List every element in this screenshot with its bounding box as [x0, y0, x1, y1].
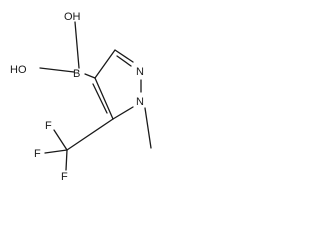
- bond-cf3-f-top: [53, 129, 68, 151]
- bond-c5-c4-double: [92, 83, 108, 114]
- atom-label-boron: B: [73, 68, 80, 80]
- bond-c4-c3: [94, 49, 116, 79]
- atom-label-nitrogen-lower: N: [136, 96, 144, 108]
- atom-label-fluorine-left: F: [34, 148, 41, 160]
- bond-n1-methyl: [144, 107, 152, 149]
- bond-b-c4: [84, 73, 96, 79]
- atom-label-oh-left: HO: [10, 64, 27, 76]
- molecule-structure: OH HO B N N F F F: [10, 11, 152, 183]
- bond-c3-n2: [114, 49, 134, 63]
- bond-cf3-f-left: [44, 149, 68, 154]
- atom-label-fluorine-bottom: F: [61, 171, 68, 183]
- bond-c5-c4: [94, 77, 114, 120]
- bond-cf3-f-bottom: [65, 149, 68, 171]
- atom-label-nitrogen-upper: N: [136, 66, 144, 78]
- bond-n1-c5: [112, 106, 134, 120]
- atom-label-oh-top: OH: [64, 11, 81, 23]
- bond-c3-n2-double: [116, 55, 132, 67]
- bond-b-oh-left: [39, 67, 75, 73]
- atom-label-fluorine-top: F: [45, 120, 52, 132]
- bond-c5-cf3: [66, 118, 114, 151]
- bond-b-oh-top: [74, 21, 80, 69]
